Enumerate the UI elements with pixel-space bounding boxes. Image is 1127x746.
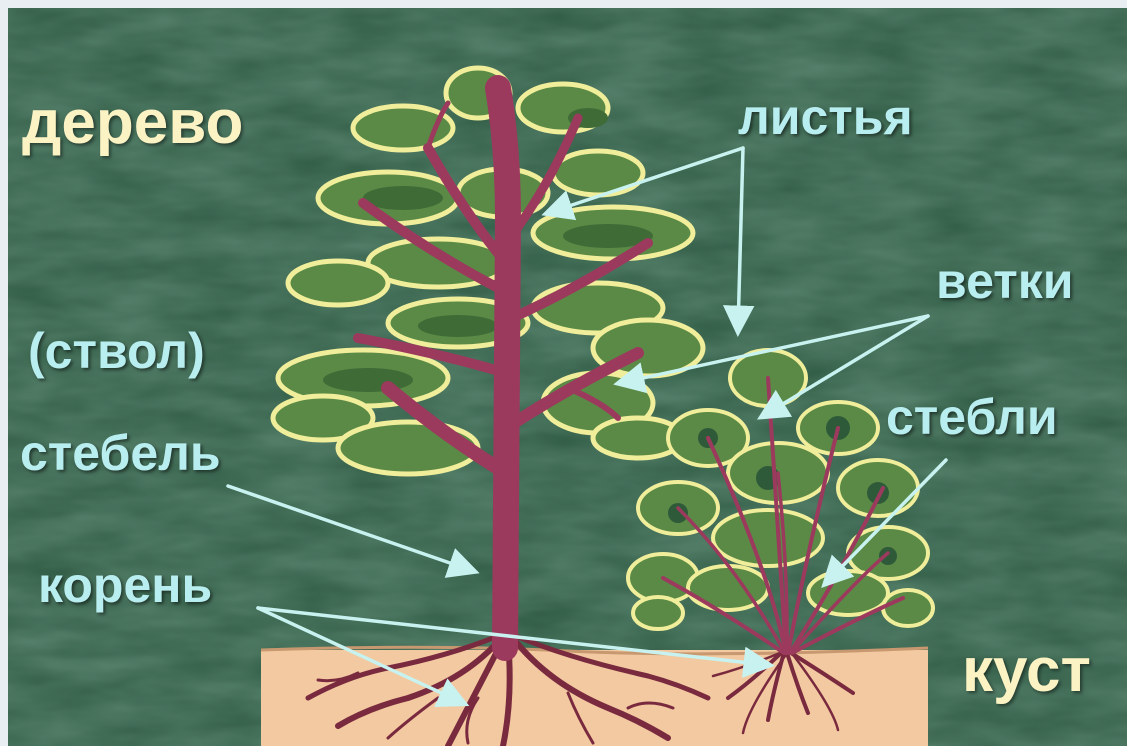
label-leaves: листья (738, 92, 913, 142)
title-bush: куст (962, 640, 1091, 702)
label-stems: стебли (886, 392, 1058, 442)
label-root: корень (38, 560, 212, 610)
label-branches: ветки (936, 256, 1073, 306)
label-trunk: (ствол) (28, 326, 205, 376)
label-stem: стебель (20, 428, 221, 478)
title-tree: дерево (22, 92, 243, 154)
